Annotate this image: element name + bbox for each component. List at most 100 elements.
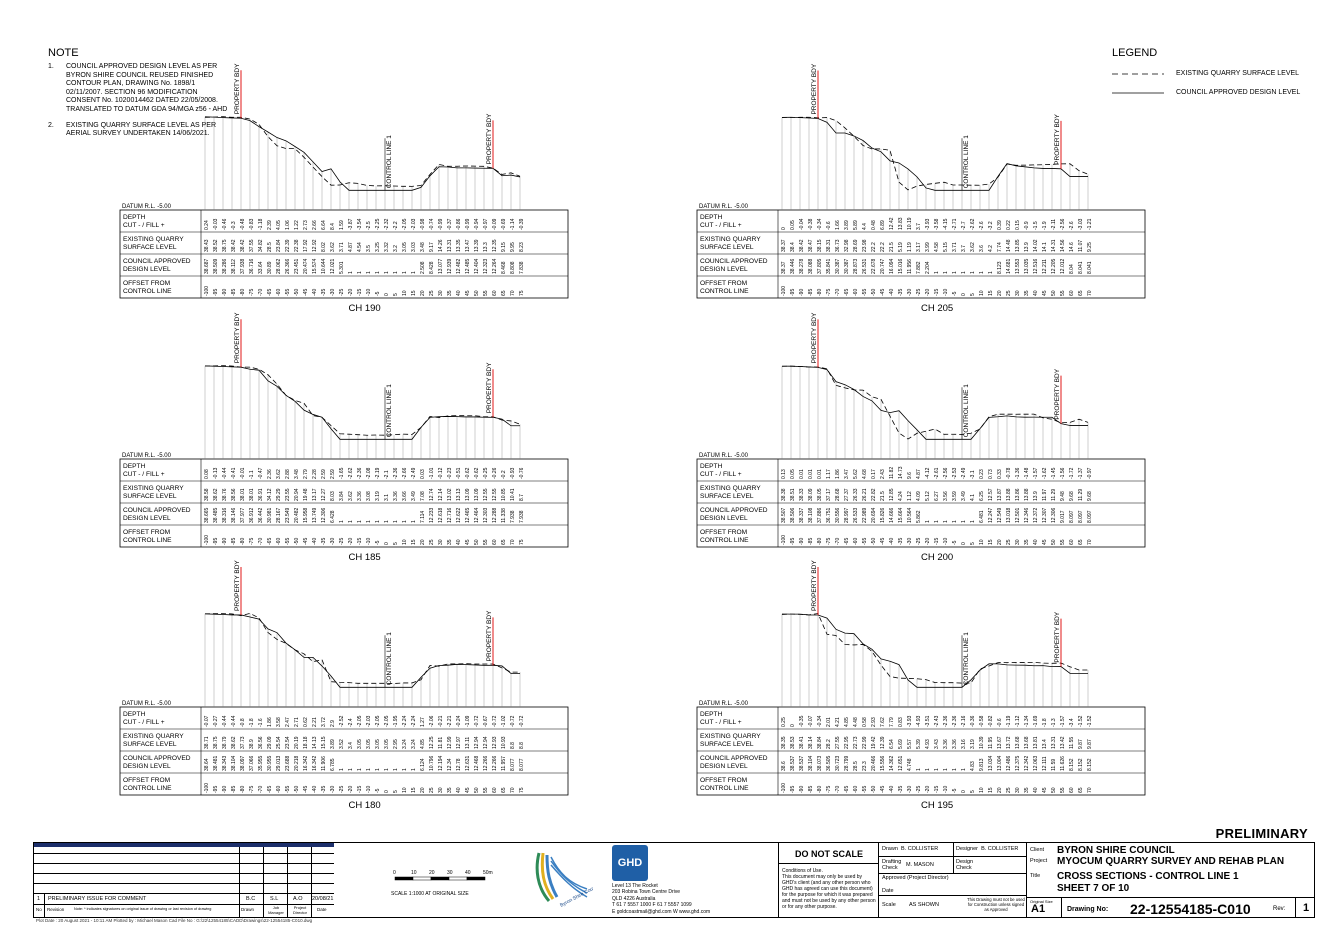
table-value: 1 bbox=[411, 520, 417, 523]
table-value: 22.2 bbox=[880, 242, 886, 252]
table-value: -70 bbox=[835, 786, 841, 793]
table-value: 3.56 bbox=[943, 491, 949, 501]
table-value: 12.264 bbox=[492, 258, 498, 274]
table-value: -0.82 bbox=[988, 715, 994, 727]
table-value: 7.938 bbox=[510, 510, 516, 523]
table-value: -2.36 bbox=[393, 467, 399, 479]
note-text: COUNCIL APPROVED DESIGN LEVEL AS PER BYR… bbox=[66, 63, 228, 113]
table-value: 1 bbox=[375, 520, 381, 523]
table-value: 38.62 bbox=[231, 736, 237, 749]
table-value: 4.54 bbox=[357, 242, 363, 252]
table-value: 25 bbox=[1006, 787, 1012, 793]
table-value: -0.47 bbox=[258, 467, 264, 479]
table-value: 11.97 bbox=[1042, 489, 1048, 501]
orig-size-label: Original Size bbox=[1030, 899, 1053, 904]
sheet-number: SHEET 7 OF 10 bbox=[1057, 883, 1130, 894]
table-value: -45 bbox=[303, 289, 309, 296]
table-value: -1.95 bbox=[393, 715, 399, 727]
table-value: 60 bbox=[1069, 290, 1075, 296]
table-value: 38.15 bbox=[817, 239, 823, 252]
table-value: 19.48 bbox=[303, 488, 309, 501]
table-value: 37.938 bbox=[240, 258, 246, 274]
table-value: 26.33 bbox=[853, 488, 859, 501]
table-value: -2.08 bbox=[366, 467, 372, 479]
table-value: 4.85 bbox=[420, 739, 426, 749]
row-label: OFFSET FROM bbox=[123, 529, 170, 536]
table-value: -50 bbox=[871, 538, 877, 545]
table-value: -75 bbox=[249, 538, 255, 545]
table-value: 16.342 bbox=[312, 755, 318, 771]
table-value: 11.95 bbox=[988, 737, 994, 749]
table-value: 65 bbox=[1078, 539, 1084, 545]
table-value: 12.486 bbox=[1006, 755, 1012, 771]
table-value: 30.723 bbox=[835, 755, 841, 771]
table-value: 10.39 bbox=[979, 736, 985, 749]
table-value: 3.48 bbox=[420, 242, 426, 252]
table-value: -100 bbox=[781, 535, 787, 545]
table-value: 12.55 bbox=[492, 488, 498, 501]
table-value: 9.48 bbox=[1060, 491, 1066, 501]
table-value: 1 bbox=[952, 520, 958, 523]
table-value: 12.42 bbox=[889, 217, 895, 230]
table-value: 0 bbox=[790, 724, 796, 727]
table-value: 12.501 bbox=[1015, 507, 1021, 523]
table-value: 7.882 bbox=[916, 261, 922, 274]
row-label: DESIGN LEVEL bbox=[700, 763, 748, 770]
table-value: 3.05 bbox=[375, 739, 381, 749]
table-value: 12.631 bbox=[465, 755, 471, 771]
table-value: 38.537 bbox=[790, 755, 796, 771]
table-value: 35 bbox=[447, 539, 453, 545]
table-value: 1.66 bbox=[835, 220, 841, 230]
table-value: 8.041 bbox=[1087, 261, 1093, 274]
table-value: 3.58 bbox=[276, 717, 282, 727]
table-value: -2.05 bbox=[384, 715, 390, 727]
table-value: 12.247 bbox=[988, 507, 994, 523]
table-value: 38.58 bbox=[204, 488, 210, 501]
table-value: 4.2 bbox=[988, 245, 994, 252]
table-value: 8.04 bbox=[1069, 264, 1075, 274]
table-value: 0.17 bbox=[871, 469, 877, 479]
table-value: 28.167 bbox=[276, 507, 282, 523]
table-value: 50 bbox=[474, 290, 480, 296]
table-value: 9.68 bbox=[1069, 491, 1075, 501]
table-value: -1.19 bbox=[1006, 715, 1012, 727]
table-value: 45 bbox=[465, 787, 471, 793]
table-value: -1.57 bbox=[1060, 715, 1066, 727]
table-value: 0.05 bbox=[790, 220, 796, 230]
table-value: 15.664 bbox=[898, 507, 904, 523]
table-value: 36.91 bbox=[258, 488, 264, 501]
table-value: 1 bbox=[979, 271, 985, 274]
table-value: -65 bbox=[267, 786, 273, 793]
table-value: -25 bbox=[339, 538, 345, 545]
table-value: -0.86 bbox=[456, 218, 462, 230]
table-value: 25 bbox=[429, 539, 435, 545]
table-value: 13.68 bbox=[1024, 736, 1030, 749]
table-value: -1.34 bbox=[1024, 715, 1030, 727]
row-label: EXISTING QUARRY bbox=[123, 485, 184, 492]
table-value: 15.016 bbox=[898, 258, 904, 274]
project-value: MYOCUM QUARRY SURVEY AND REHAB PLAN bbox=[1057, 856, 1285, 867]
table-value: 13.749 bbox=[312, 507, 318, 523]
table-value: 13.018 bbox=[1006, 507, 1012, 523]
table-value: -55 bbox=[285, 538, 291, 545]
table-value: 1 bbox=[339, 520, 345, 523]
table-value: 75 bbox=[519, 539, 525, 545]
table-value: 13.553 bbox=[1015, 258, 1021, 274]
table-value: -80 bbox=[817, 786, 823, 793]
table-value: 3.32 bbox=[384, 242, 390, 252]
table-value: 9.87 bbox=[1087, 739, 1093, 749]
table-value: 38.51 bbox=[790, 488, 796, 501]
control-line-label: CONTROL LINE 1 bbox=[963, 632, 970, 686]
do-not-scale-block: DO NOT SCALE Conditions of Use. This doc… bbox=[778, 843, 879, 917]
approved-design-profile bbox=[204, 116, 521, 191]
table-value: -55 bbox=[285, 786, 291, 793]
table-value: -4.12 bbox=[925, 467, 931, 479]
table-value: 5.69 bbox=[898, 739, 904, 749]
table-value: 45 bbox=[1042, 787, 1048, 793]
table-value: 60 bbox=[492, 787, 498, 793]
table-value: 23.98 bbox=[862, 239, 868, 252]
table-value: 12.205 bbox=[1051, 258, 1057, 274]
table-value: 26.533 bbox=[853, 507, 859, 523]
table-value: 38.84 bbox=[817, 736, 823, 749]
